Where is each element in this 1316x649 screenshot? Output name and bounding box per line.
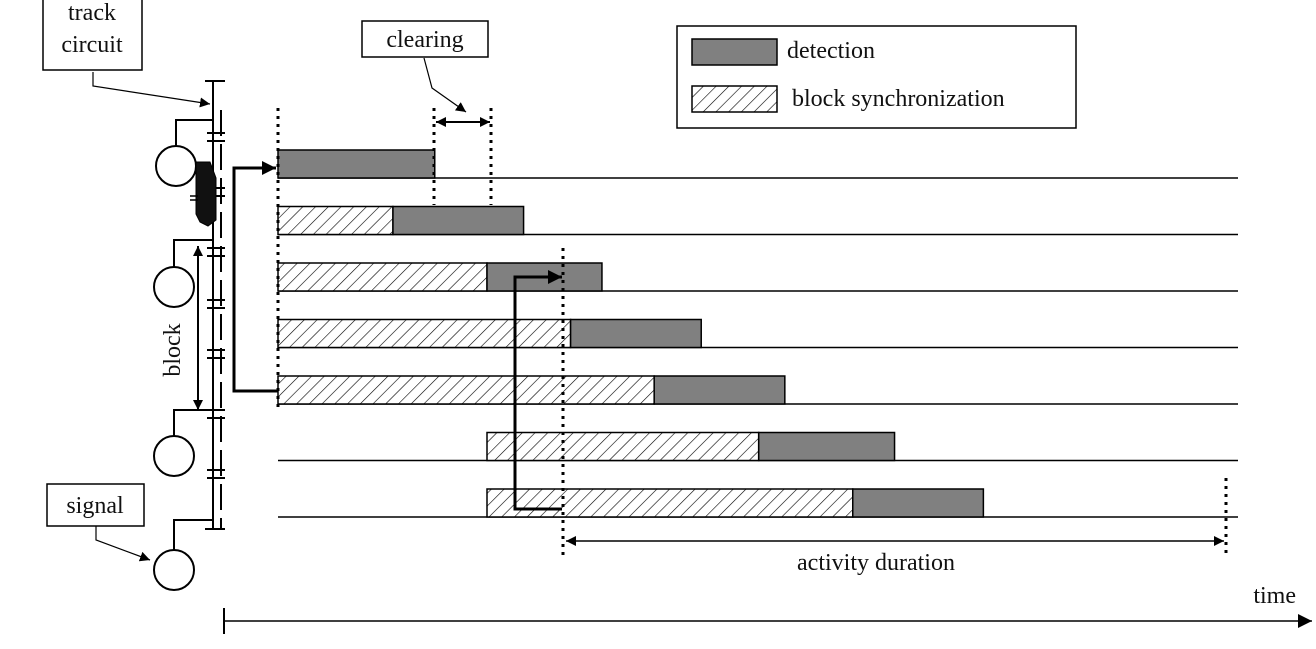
clearing-callout: clearing <box>361 20 490 127</box>
block-synchronization-bar <box>277 375 655 405</box>
block-synchronization-bar <box>486 431 760 462</box>
time-axis-label: time <box>1253 583 1296 609</box>
legend-swatch-detection <box>691 38 778 66</box>
insulated-joint <box>207 409 225 419</box>
detection-bar <box>486 262 603 292</box>
insulated-joint <box>207 132 225 142</box>
trigger-arrow <box>513 270 562 511</box>
insulated-joint <box>207 349 225 359</box>
block-synchronization-bar <box>486 488 854 518</box>
activity-rows <box>277 149 1238 518</box>
detection-bar <box>392 205 525 236</box>
track-circuit-label-line2: circuit <box>61 32 123 58</box>
signal-lamp-icon <box>153 519 212 591</box>
clearing-label: clearing <box>386 27 463 53</box>
block-synchronization-bar <box>277 262 488 292</box>
track-circuit-label-line1: track <box>68 0 116 26</box>
legend-label-detection: detection <box>787 38 875 64</box>
signal-lamp-icon <box>153 239 212 308</box>
detection-bar <box>852 488 985 518</box>
detection-bar <box>277 149 436 179</box>
legend: detection block synchronization <box>676 25 1077 129</box>
track-schematic <box>153 80 225 591</box>
legend-label-block-synchronization: block synchronization <box>792 86 1005 112</box>
block-synchronization-bar <box>277 318 572 349</box>
block-label: block <box>160 323 186 376</box>
detection-bar <box>569 318 702 349</box>
signal-callout: signal <box>46 483 151 562</box>
signal-lamp-icon <box>153 409 212 477</box>
insulated-joint <box>207 299 225 309</box>
block-synchronization-bar <box>277 205 394 236</box>
signal-label: signal <box>66 493 124 519</box>
track-circuit-callout: track circuit <box>42 0 211 108</box>
trigger-arrow <box>232 161 278 393</box>
detection-bar <box>653 375 786 405</box>
detection-bar <box>757 431 896 462</box>
activity-duration-label: activity duration <box>797 550 955 576</box>
insulated-joint <box>207 247 225 257</box>
insulated-joint <box>207 469 225 479</box>
legend-swatch-block-synchronization <box>691 85 778 113</box>
guide-lines <box>276 108 1228 560</box>
train-icon <box>190 161 217 227</box>
